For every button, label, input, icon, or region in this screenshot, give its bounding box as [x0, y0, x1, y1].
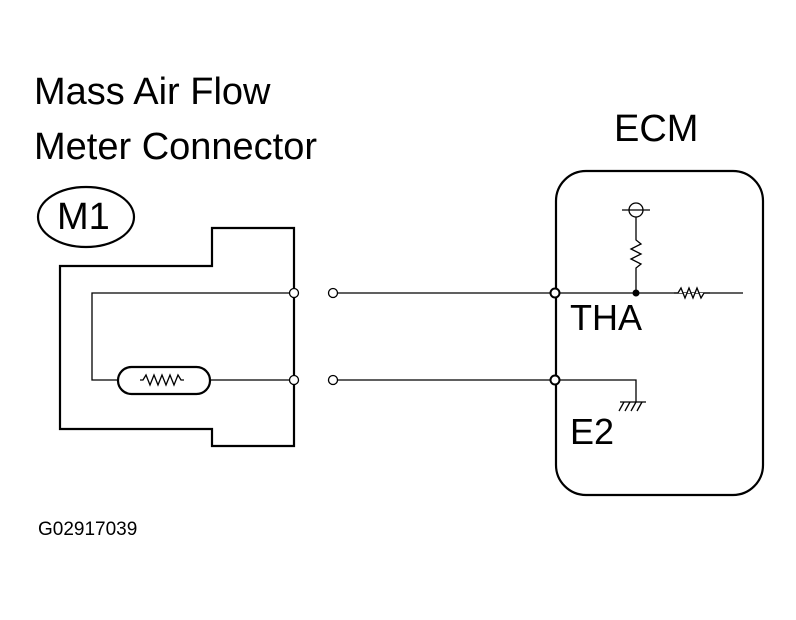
sensor-terminal-tha: [288, 287, 300, 299]
ecm-box: [554, 169, 765, 497]
pin-label-tha: THA: [570, 297, 642, 338]
ecm-internal-wire-e2: [559, 379, 637, 402]
figure-code: G02917039: [38, 519, 138, 540]
tha-series-resistor: [674, 286, 710, 300]
connector-id-badge: [36, 185, 136, 249]
ecm-terminal-e2: [549, 374, 561, 386]
connector-id-label: M1: [57, 196, 110, 238]
sensor-internal-wiring: [91, 292, 290, 381]
connector-body-outline: [58, 226, 296, 448]
sensor-title-line2: Meter Connector: [34, 126, 318, 168]
pull-up-resistor: [629, 217, 643, 293]
sensor-title-line1: Mass Air Flow: [34, 71, 271, 113]
thermistor-resistor-symbol: [140, 373, 184, 387]
harness-terminal-tha: [327, 287, 339, 299]
intake-air-temp-thermistor: [116, 365, 212, 396]
ecm-label: ECM: [614, 108, 699, 150]
ground-icon: [618, 401, 643, 412]
pin-label-e2: E2: [570, 411, 615, 452]
harness-terminal-e2: [327, 374, 339, 386]
ecm-terminal-tha: [549, 287, 561, 299]
sensor-terminal-e2: [288, 374, 300, 386]
